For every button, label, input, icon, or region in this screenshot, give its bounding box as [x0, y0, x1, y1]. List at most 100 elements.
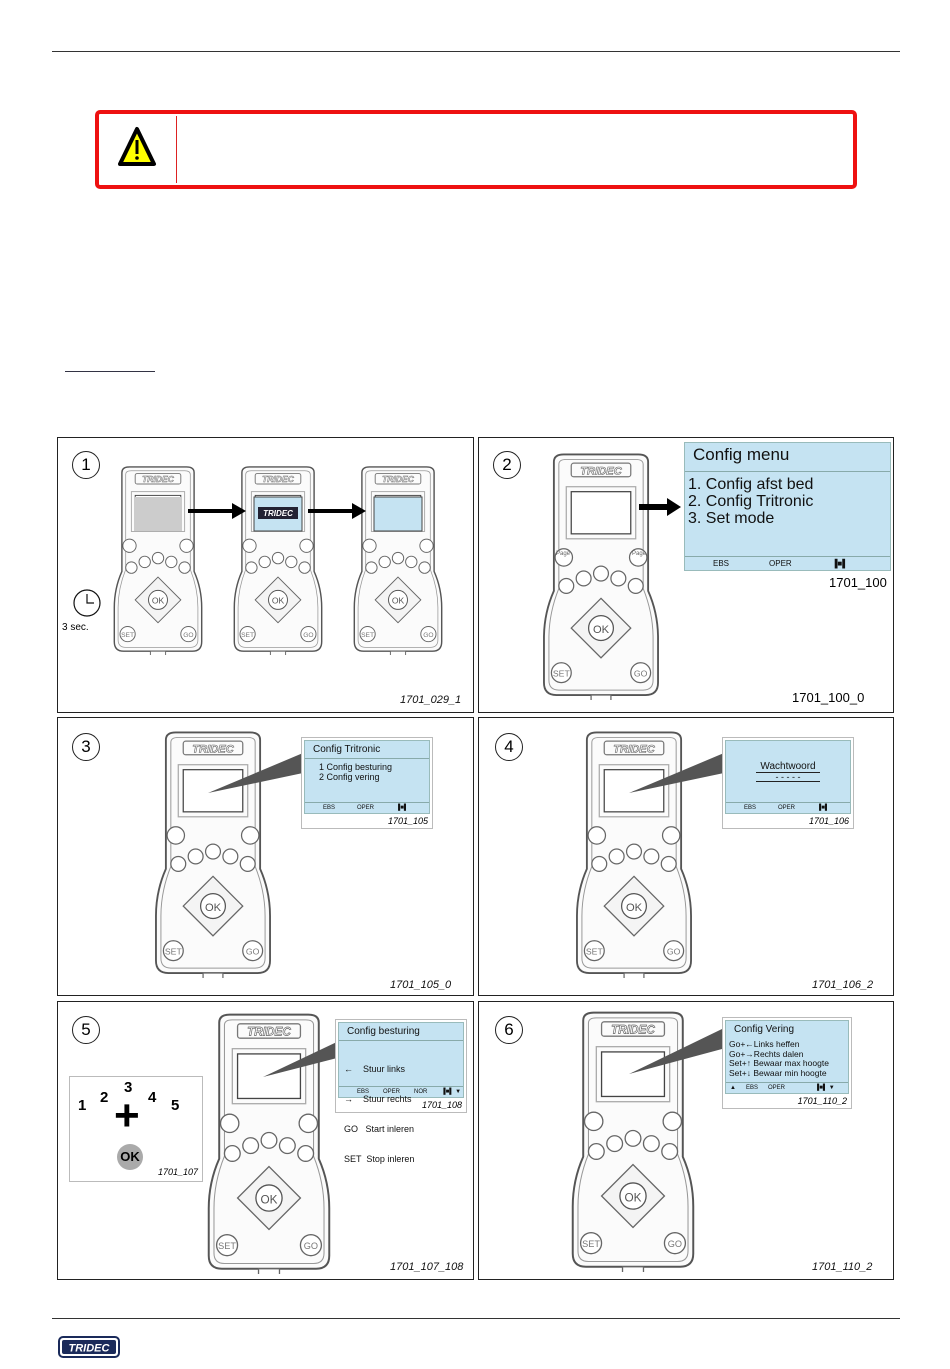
footer-rule	[52, 1318, 900, 1319]
remote-control	[537, 452, 665, 700]
menu-item: 1 Config besturing	[319, 762, 393, 772]
scroll-up-icon: ▲	[730, 1085, 736, 1091]
menu-item: → Stuur rechts	[344, 1094, 412, 1104]
status-ebs: EBS	[745, 1085, 758, 1091]
status-ebs: EBS	[744, 805, 757, 811]
figure-caption: 1701_029_1	[400, 694, 462, 706]
screen-label: 1701_100	[829, 575, 887, 590]
figure-caption: 1701_106_2	[812, 979, 874, 991]
figure-caption: 1701_107_108	[390, 1261, 464, 1273]
step-number: 5	[72, 1016, 100, 1044]
page-up-button-label: Page	[555, 551, 570, 557]
status-ebs: EBS	[323, 805, 336, 811]
screen-label: 1701_105	[387, 816, 428, 826]
step-number: 3	[72, 733, 100, 761]
screen-label: 1701_106	[808, 816, 849, 826]
screen-label: 1701_110_2	[797, 1096, 847, 1106]
screen-label: 1701_108	[421, 1100, 462, 1110]
ok-key: OK	[117, 1144, 143, 1170]
figure-caption: 1701_100_0	[792, 690, 865, 705]
status-oper: OPER	[383, 1089, 401, 1095]
status-oper: OPER	[357, 805, 375, 811]
status-ebs: EBS	[713, 559, 730, 568]
menu-item: GO Start inleren	[344, 1124, 415, 1134]
callout-pointer	[208, 753, 303, 793]
step-number: 1	[72, 451, 100, 479]
figure-panel-2: 2 Page Page Config menu 1. Config afst b…	[478, 437, 894, 713]
key-3: 3	[124, 1079, 133, 1096]
menu-item: Set+↑ Bewaar max hoogte	[729, 1058, 829, 1068]
step-number: 6	[495, 1016, 523, 1044]
page-down-button-label: Page	[631, 551, 646, 557]
svg-text:TRIDEC: TRIDEC	[263, 509, 293, 518]
menu-item: ← Stuur links	[344, 1064, 406, 1074]
key-combination-inset: 1 2 3 4 5 + OK 1701_107	[69, 1076, 203, 1182]
menu-item: Go+→Rechts dalen	[729, 1048, 804, 1059]
plus-icon: +	[114, 1091, 140, 1140]
screen-callout: Config Vering Go+←Links heffen Go+→Recht…	[722, 1017, 852, 1109]
arrow-right-icon	[188, 503, 246, 519]
remote-control: TRIDEC	[228, 465, 328, 655]
header-rule	[52, 51, 900, 52]
figure-panel-1: 1 TRIDEC 3 sec. 1701_029_1	[57, 437, 474, 713]
figure-panel-4: 4 Wachtwoord - - - - - EBS OPER ▐■▌ 1701_1…	[478, 717, 894, 996]
hyperlink-underline[interactable]	[65, 371, 155, 372]
battery-icon: ▐■▌	[831, 559, 848, 568]
warning-box	[95, 110, 857, 189]
lcd-screen: Config besturing ← Stuur links → Stuur r…	[338, 1022, 464, 1164]
status-oper: OPER	[767, 1085, 785, 1091]
status-nor: NOR	[414, 1089, 428, 1095]
battery-icon: ▐■▌	[396, 805, 409, 811]
arrow-right-icon	[639, 498, 681, 516]
lcd-screen: Config menu 1. Config afst bed 2. Config…	[684, 442, 891, 571]
timer-label: 3 sec.	[62, 622, 89, 633]
figure-caption: 1701_110_2	[812, 1261, 873, 1273]
screen-title: Config Vering	[734, 1024, 795, 1035]
arrow-right-icon	[308, 503, 366, 519]
menu-item: 2. Config Tritronic	[688, 493, 814, 510]
battery-icon: ▐■▌ ▼	[814, 1085, 835, 1091]
lcd-screen: Wachtwoord - - - - - EBS OPER ▐■▌	[725, 740, 851, 814]
menu-item: 3. Set mode	[688, 510, 775, 527]
step-number: 4	[495, 733, 523, 761]
remote-control	[348, 465, 448, 655]
key-5: 5	[171, 1097, 180, 1114]
screen-title: Config Tritronic	[305, 741, 429, 759]
screen-title: Config menu	[685, 443, 890, 472]
password-label: Wachtwoord	[756, 761, 820, 773]
clock-icon	[73, 589, 101, 617]
key-4: 4	[148, 1089, 157, 1106]
battery-icon: ▐■▌ ▼	[441, 1089, 462, 1095]
remote-control	[108, 465, 208, 655]
figure-panel-5: 5 Config besturing ← Stuur links → Stuur…	[57, 1001, 474, 1280]
battery-icon: ▐■▌	[817, 805, 830, 811]
menu-item: 1. Config afst bed	[688, 476, 814, 493]
figure-caption: 1701_105_0	[390, 979, 452, 991]
warning-divider	[176, 116, 177, 183]
menu-item: Set+↓ Bewaar min hoogte	[729, 1067, 827, 1078]
callout-pointer	[263, 1040, 341, 1077]
tridec-logo: TRIDEC	[58, 1336, 120, 1358]
menu-item: 2 Config vering	[319, 772, 380, 782]
screen-callout: Config besturing ← Stuur links → Stuur r…	[335, 1019, 467, 1164]
key-1: 1	[78, 1097, 87, 1114]
key-2: 2	[100, 1089, 109, 1106]
figure-panel-6: 6 Config Vering Go+←Links heffen Go+→Rec…	[478, 1001, 894, 1280]
status-oper: OPER	[778, 805, 796, 811]
callout-pointer	[629, 753, 724, 793]
warning-icon	[118, 127, 156, 166]
screen-callout: Wachtwoord - - - - - EBS OPER ▐■▌ 1701_106	[722, 737, 854, 829]
step-number: 2	[493, 451, 521, 479]
callout-pointer	[629, 1029, 722, 1074]
screen-title: Config besturing	[339, 1023, 463, 1041]
password-input[interactable]: - - - - -	[756, 773, 820, 782]
menu-item: Go+←Links heffen	[729, 1039, 800, 1049]
status-oper: OPER	[769, 559, 792, 568]
lcd-screen: Config Vering Go+←Links heffen Go+→Recht…	[725, 1020, 849, 1094]
svg-text:TRIDEC: TRIDEC	[69, 1343, 111, 1355]
menu-item: SET Stop inleren	[344, 1154, 415, 1164]
